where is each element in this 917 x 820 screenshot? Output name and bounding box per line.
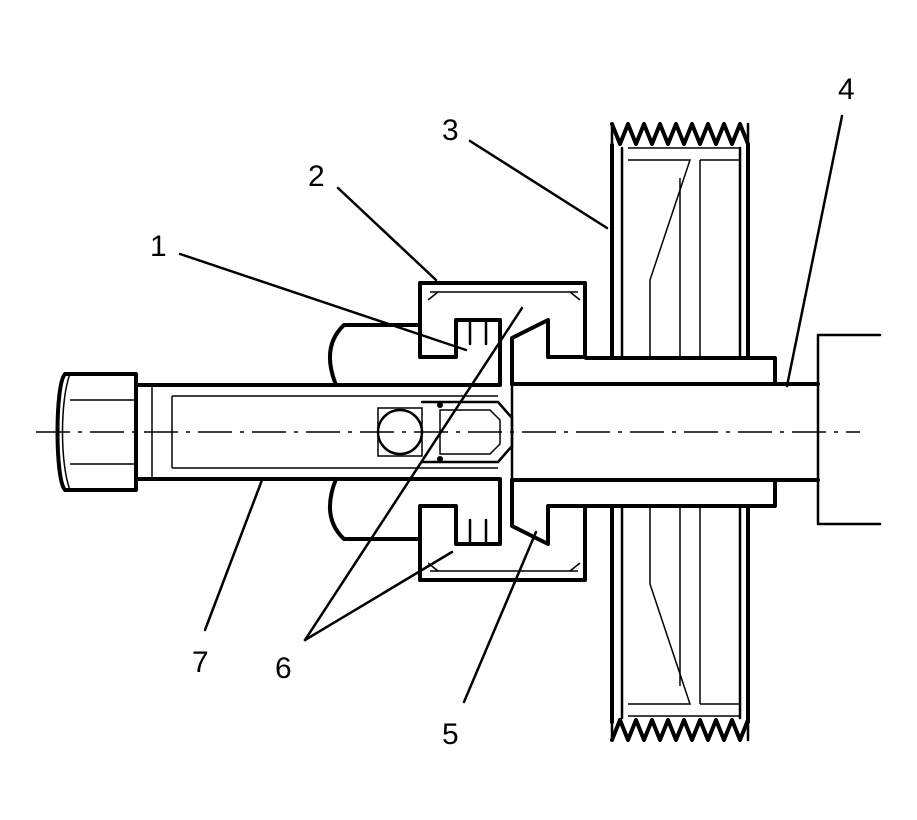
leader-5	[462, 530, 538, 704]
installer-body	[418, 281, 587, 582]
leader-6a	[303, 306, 524, 642]
leader-6b	[303, 550, 454, 642]
callout-2: 2	[308, 160, 325, 193]
installer-nut-upper	[327, 323, 422, 387]
forcing-screw	[55, 372, 514, 492]
callout-5: 5	[442, 718, 459, 751]
installer-nut-lower	[327, 477, 422, 541]
callout-6: 6	[275, 652, 292, 685]
leader-3	[468, 139, 609, 230]
crankshaft-pulley	[584, 122, 777, 742]
leader-2	[336, 186, 438, 282]
callout-3: 3	[442, 114, 459, 147]
leader-1	[178, 252, 468, 352]
callout-4: 4	[838, 73, 855, 106]
callout-7: 7	[192, 646, 209, 679]
callout-1: 1	[150, 230, 167, 263]
leader-7	[203, 478, 264, 632]
crankshaft	[510, 382, 820, 482]
leader-4	[785, 114, 844, 388]
engine-housing	[816, 333, 882, 526]
